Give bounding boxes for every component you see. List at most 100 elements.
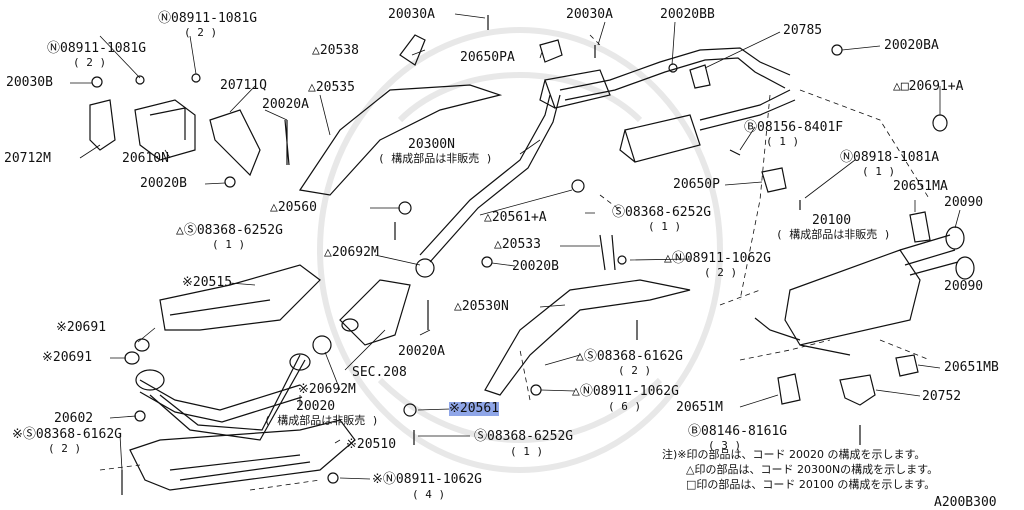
label-sec208[interactable]: SEC.208 — [352, 365, 407, 380]
label-08368-6252g-bottom[interactable]: Ⓢ08368-6252G — [474, 429, 574, 444]
label-20020a-mid[interactable]: 20020A — [398, 344, 445, 359]
label-20020a-top[interactable]: 20020A — [262, 97, 309, 112]
label-20691a[interactable]: △□20691+A — [893, 79, 964, 94]
label-20602[interactable]: 20602 — [54, 411, 94, 426]
label-08368-6162g-mid[interactable]: △Ⓢ08368-6162G — [576, 349, 683, 364]
label-08368-6162g-left-qty: ( 2 ) — [48, 442, 82, 455]
heat-insulator-20510[interactable] — [129, 419, 356, 491]
label-08911-1081g-left[interactable]: Ⓝ08911-1081G — [47, 41, 147, 56]
heat-insulator-20538[interactable] — [399, 34, 426, 66]
label-08911-1081g-top[interactable]: Ⓝ08911-1081G — [158, 11, 258, 26]
label-20651ma[interactable]: 20651MA — [893, 179, 948, 194]
label-08911-1081g-left-qty: ( 2 ) — [73, 56, 107, 69]
catalytic-converter[interactable] — [339, 279, 411, 346]
label-08368-6252g-left[interactable]: △Ⓢ08368-6252G — [176, 223, 283, 238]
center-muffler-lower[interactable] — [619, 114, 701, 163]
note-line-1: 注)※印の部品は、コード 20020 の構成を示します。 — [662, 448, 926, 461]
label-20651m[interactable]: 20651M — [676, 400, 723, 415]
label-20650p[interactable]: 20650P — [673, 177, 720, 192]
label-20561a[interactable]: △20561+A — [484, 210, 547, 225]
label-20090-bottom[interactable]: 20090 — [944, 279, 984, 294]
mounting-rubber-20651ma[interactable] — [909, 211, 931, 243]
label-20030a-top[interactable]: 20030A — [388, 7, 435, 22]
mounting-rubber-20650p[interactable] — [761, 167, 787, 193]
label-20535[interactable]: △20535 — [308, 80, 355, 95]
label-20020b-mid[interactable]: 20020B — [512, 259, 559, 274]
label-20515[interactable]: ※20515 — [182, 275, 233, 290]
pipe-20533[interactable] — [599, 234, 616, 271]
mounting-rubber-20651m[interactable] — [777, 373, 801, 405]
label-20020bb[interactable]: 20020BB — [660, 7, 715, 22]
label-08911-1062g-bottom-qty: ( 4 ) — [412, 488, 446, 501]
label-20691-a[interactable]: ※20691 — [56, 320, 107, 335]
label-08368-6162g-left[interactable]: ※Ⓢ08368-6162G — [12, 427, 122, 442]
label-20785[interactable]: 20785 — [783, 23, 823, 38]
mounting-rubber-20650pa[interactable] — [539, 39, 563, 63]
reference-dashed-lines — [99, 34, 931, 491]
label-20610n[interactable]: 20610N — [122, 151, 169, 166]
center-muffler-upper[interactable] — [539, 69, 611, 109]
rear-muffler-20100[interactable] — [754, 226, 975, 356]
label-20530n[interactable]: △20530N — [454, 299, 509, 314]
label-20712m[interactable]: 20712M — [4, 151, 51, 166]
label-20711q[interactable]: 20711Q — [220, 78, 267, 93]
leader-lines — [70, 13, 961, 480]
label-20300n-note: ( 構成部品は非販売 ) — [378, 152, 493, 165]
gasket-20692m[interactable] — [312, 258, 435, 355]
label-20020ba[interactable]: 20020BA — [884, 38, 939, 53]
label-08911-1081g-top-qty: ( 2 ) — [184, 26, 218, 39]
label-20300n[interactable]: 20300N — [408, 137, 455, 152]
label-08146-8161g-qty: ( 3 ) — [708, 439, 742, 452]
bracket-20752[interactable] — [839, 374, 876, 406]
label-08911-1062g-bottom[interactable]: ※Ⓝ08911-1062G — [372, 472, 482, 487]
heat-insulator-20535[interactable] — [298, 84, 503, 196]
center-pipe-20300n[interactable] — [419, 47, 796, 263]
label-08368-6252g-right-qty: ( 1 ) — [648, 220, 682, 233]
heat-insulator-20515[interactable] — [159, 264, 321, 331]
bracket-20712m[interactable] — [89, 99, 116, 151]
label-20560[interactable]: △20560 — [270, 200, 317, 215]
watermark-crest-icon — [317, 27, 723, 473]
bracket-20711q[interactable] — [209, 109, 261, 177]
heat-insulator-20530n[interactable] — [484, 279, 691, 396]
label-08368-6162g-mid-qty: ( 2 ) — [618, 364, 652, 377]
mounting-rubber-20651mb[interactable] — [895, 354, 919, 377]
label-20030b[interactable]: 20030B — [6, 75, 53, 90]
label-08911-1062g-mid[interactable]: △Ⓝ08911-1062G — [664, 251, 771, 266]
note-line-3: □印の部品は、コード 20100 の構成を示します。 — [686, 478, 936, 491]
diagram-code: A200B300 — [934, 495, 997, 510]
label-20752[interactable]: 20752 — [922, 389, 962, 404]
front-pipe-20020[interactable] — [135, 353, 311, 441]
label-08146-8161g[interactable]: Ⓑ08146-8161G — [688, 424, 788, 439]
label-08918-1081a-qty: ( 1 ) — [862, 165, 896, 178]
label-20692m-bottom[interactable]: ※20692M — [298, 382, 356, 397]
label-08368-6252g-left-qty: ( 1 ) — [212, 238, 246, 251]
bracket-20610n[interactable] — [134, 99, 196, 161]
label-20090-top[interactable]: 20090 — [944, 195, 984, 210]
label-08156-8401f[interactable]: Ⓑ08156-8401F — [744, 120, 844, 135]
label-20538[interactable]: △20538 — [312, 43, 359, 58]
bolts-and-nuts — [91, 15, 861, 495]
label-20100[interactable]: 20100 — [812, 213, 852, 228]
label-20510[interactable]: ※20510 — [346, 437, 397, 452]
label-20020[interactable]: 20020 — [296, 399, 336, 414]
label-08918-1081a[interactable]: Ⓝ08918-1081A — [840, 150, 940, 165]
label-20030a-right[interactable]: 20030A — [566, 7, 613, 22]
label-20533[interactable]: △20533 — [494, 237, 541, 252]
label-20691-b[interactable]: ※20691 — [42, 350, 93, 365]
label-08368-6252g-right[interactable]: Ⓢ08368-6252G — [612, 205, 712, 220]
note-line-2: △印の部品は、コード 20300Nの構成を示します。 — [686, 463, 939, 476]
label-08911-1062g-low-qty: ( 6 ) — [608, 400, 642, 413]
label-20100-note: ( 構成部品は非販売 ) — [776, 228, 891, 241]
label-08911-1062g-low[interactable]: △Ⓝ08911-1062G — [572, 384, 679, 399]
bracket-20785[interactable] — [689, 64, 711, 89]
label-20650pa[interactable]: 20650PA — [460, 50, 515, 65]
label-20561-highlighted[interactable]: ※20561 — [449, 401, 500, 416]
label-08156-8401f-qty: ( 1 ) — [766, 135, 800, 148]
label-08911-1062g-mid-qty: ( 2 ) — [704, 266, 738, 279]
label-08368-6252g-bottom-qty: ( 1 ) — [510, 445, 544, 458]
label-20651mb[interactable]: 20651MB — [944, 360, 999, 375]
label-20020b-left[interactable]: 20020B — [140, 176, 187, 191]
label-20692m-top[interactable]: △20692M — [324, 245, 379, 260]
